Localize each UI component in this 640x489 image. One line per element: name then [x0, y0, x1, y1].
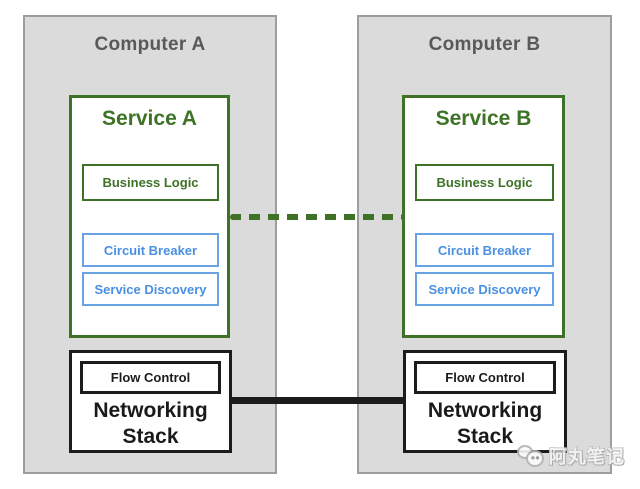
networking-stack-b-box: Flow Control Networking Stack [403, 350, 567, 453]
flow-control-box: Flow Control [414, 361, 556, 394]
networking-stack-label: Networking Stack [427, 399, 543, 448]
service-b-title: Service B [435, 107, 532, 130]
networking-stack-a-box: Flow Control Networking Stack [69, 350, 232, 453]
networking-stack-label: Networking Stack [93, 399, 208, 448]
chat-bubbles-icon [516, 444, 544, 468]
computer-a-title: Computer A [94, 34, 206, 55]
service-connection-dashed-line [230, 214, 403, 220]
business-logic-box: Business Logic [415, 164, 554, 201]
service-b-box: Service B Business Logic Circuit Breaker… [402, 95, 565, 338]
circuit-breaker-box: Circuit Breaker [82, 233, 219, 267]
watermark: 阿丸笔记 [516, 443, 625, 469]
network-connection-solid-line [230, 397, 404, 404]
computer-b-title: Computer B [428, 34, 541, 55]
circuit-breaker-box: Circuit Breaker [415, 233, 554, 267]
flow-control-box: Flow Control [80, 361, 221, 394]
service-a-title: Service A [102, 107, 197, 130]
service-discovery-box: Service Discovery [82, 272, 219, 306]
service-a-box: Service A Business Logic Circuit Breaker… [69, 95, 230, 338]
watermark-text: 阿丸笔记 [549, 447, 625, 468]
service-discovery-box: Service Discovery [415, 272, 554, 306]
business-logic-box: Business Logic [82, 164, 219, 201]
